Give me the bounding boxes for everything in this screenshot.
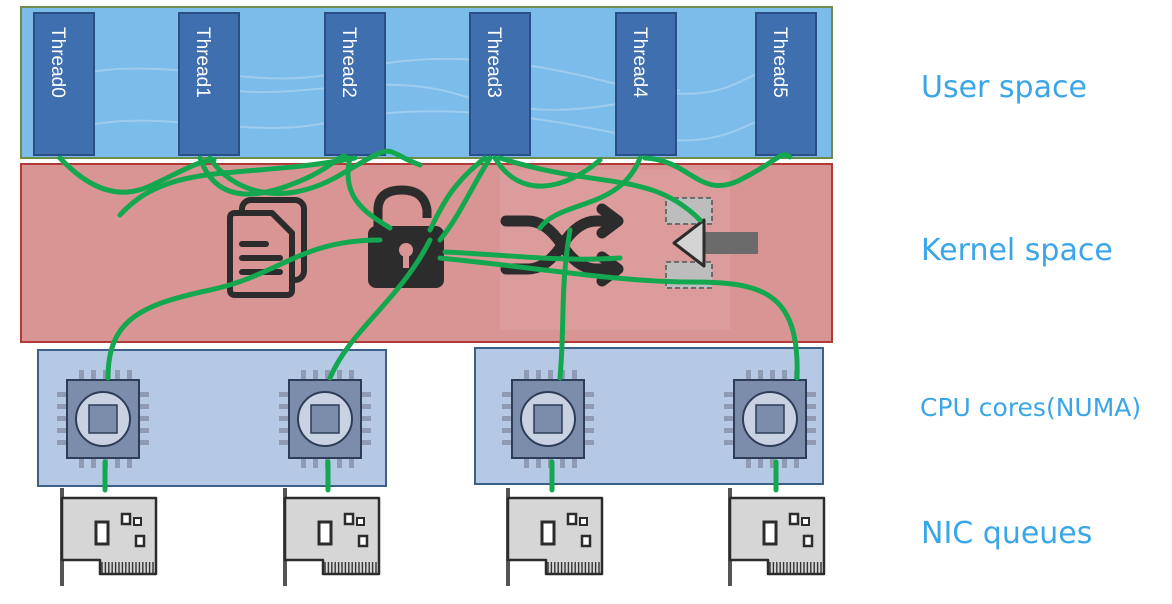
- layer-label-cpu-cores: CPU cores(NUMA): [920, 393, 1142, 422]
- padlock-icon: [368, 185, 444, 288]
- connection-wire: [442, 249, 623, 262]
- connection-wire: [642, 152, 793, 188]
- thread-label: Thread5: [769, 27, 790, 98]
- thread-label: Thread0: [47, 27, 68, 98]
- connection-wire: [427, 155, 488, 233]
- nic-card-icon: [506, 488, 604, 586]
- cpu-chip-icon: [724, 370, 816, 468]
- thread-box: Thread4: [615, 12, 677, 156]
- connection-wire: [437, 155, 493, 243]
- connection-wire: [537, 155, 643, 231]
- connection-wire: [437, 255, 800, 381]
- connection-wire: [497, 155, 703, 223]
- connection-wire: [105, 237, 383, 381]
- user-space-band: [20, 6, 833, 159]
- cpu-chip-icon: [57, 370, 149, 468]
- thread-label: Thread4: [629, 27, 650, 98]
- connection-wire: [327, 237, 433, 381]
- cpu-chip-icon: [279, 370, 371, 468]
- connection-wire: [492, 155, 603, 189]
- document-icon: [227, 197, 307, 298]
- thread-box: Thread2: [324, 12, 386, 156]
- layer-label-user-space: User space: [921, 70, 1087, 105]
- connection-wire: [557, 227, 573, 381]
- cpu-chip-icon: [502, 370, 594, 468]
- thread-box: Thread1: [178, 12, 240, 156]
- thread-label: Thread3: [483, 27, 504, 98]
- nic-card-icon: [728, 488, 826, 586]
- connection-wire: [345, 155, 393, 231]
- nic-card-icon: [60, 488, 158, 586]
- nic-card-icon: [283, 488, 381, 586]
- thread-box: Thread3: [469, 12, 531, 156]
- connection-wire: [207, 148, 423, 196]
- layer-label-nic-queues: NIC queues: [921, 516, 1093, 551]
- thread-label: Thread1: [192, 27, 213, 98]
- layer-label-kernel-space: Kernel space: [921, 233, 1113, 268]
- connection-wire: [117, 155, 358, 218]
- thread-box: Thread5: [755, 12, 817, 156]
- connection-wire: [57, 155, 217, 195]
- thread-label: Thread2: [338, 27, 359, 98]
- thread-box: Thread0: [33, 12, 95, 156]
